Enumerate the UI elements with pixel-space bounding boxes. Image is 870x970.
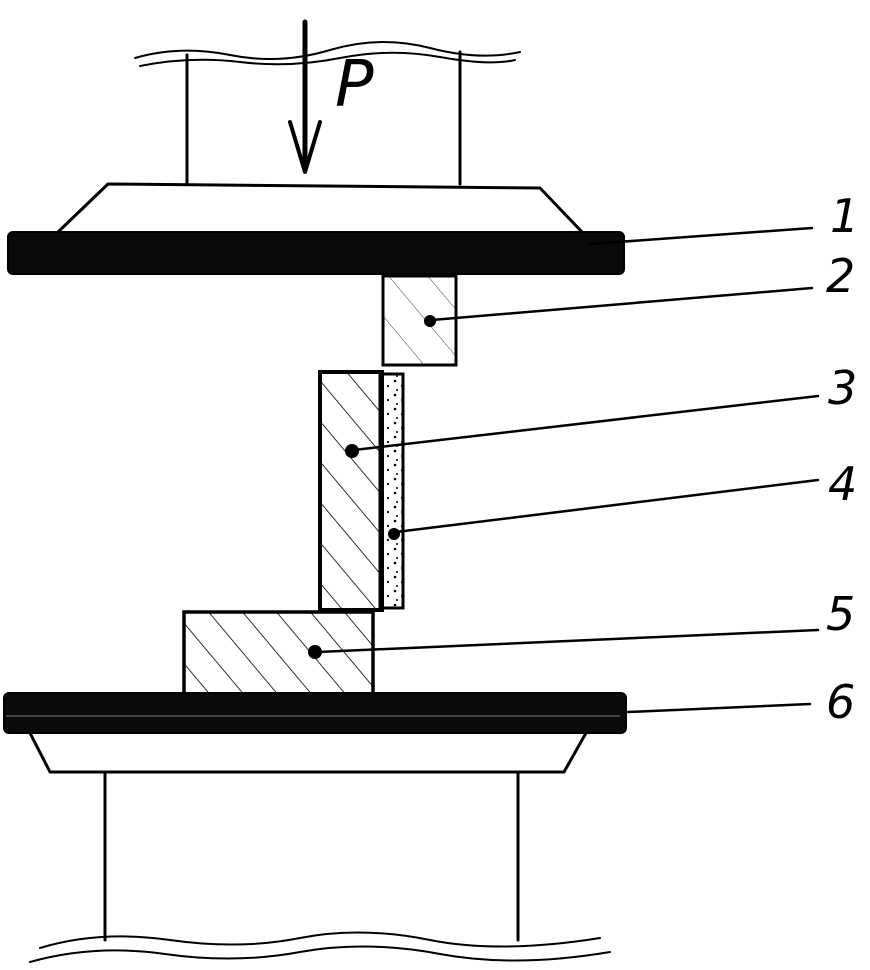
upper-plate	[7, 231, 625, 275]
coating-layer	[378, 372, 405, 610]
part-label-4: 4	[828, 457, 857, 511]
lower-support	[182, 610, 375, 700]
upper-insert	[381, 274, 458, 367]
lower-support-dot	[308, 645, 322, 659]
coating-dot	[388, 528, 400, 540]
upper-insert-dot	[424, 315, 436, 327]
part-label-6: 6	[826, 675, 855, 729]
upper-ram	[134, 40, 521, 186]
leader-lines	[316, 226, 820, 714]
lower-plate	[3, 692, 627, 734]
specimen	[318, 370, 384, 612]
upper-head	[56, 182, 584, 234]
part-label-5: 5	[826, 587, 855, 641]
part-label-1: 1	[830, 189, 859, 243]
lower-base	[29, 770, 611, 963]
part-label-2: 2	[826, 249, 855, 303]
load-label: P	[335, 48, 374, 122]
part-label-3: 3	[828, 361, 857, 415]
load-arrow	[288, 19, 322, 174]
lower-head	[28, 731, 588, 774]
specimen-dot	[345, 444, 359, 458]
